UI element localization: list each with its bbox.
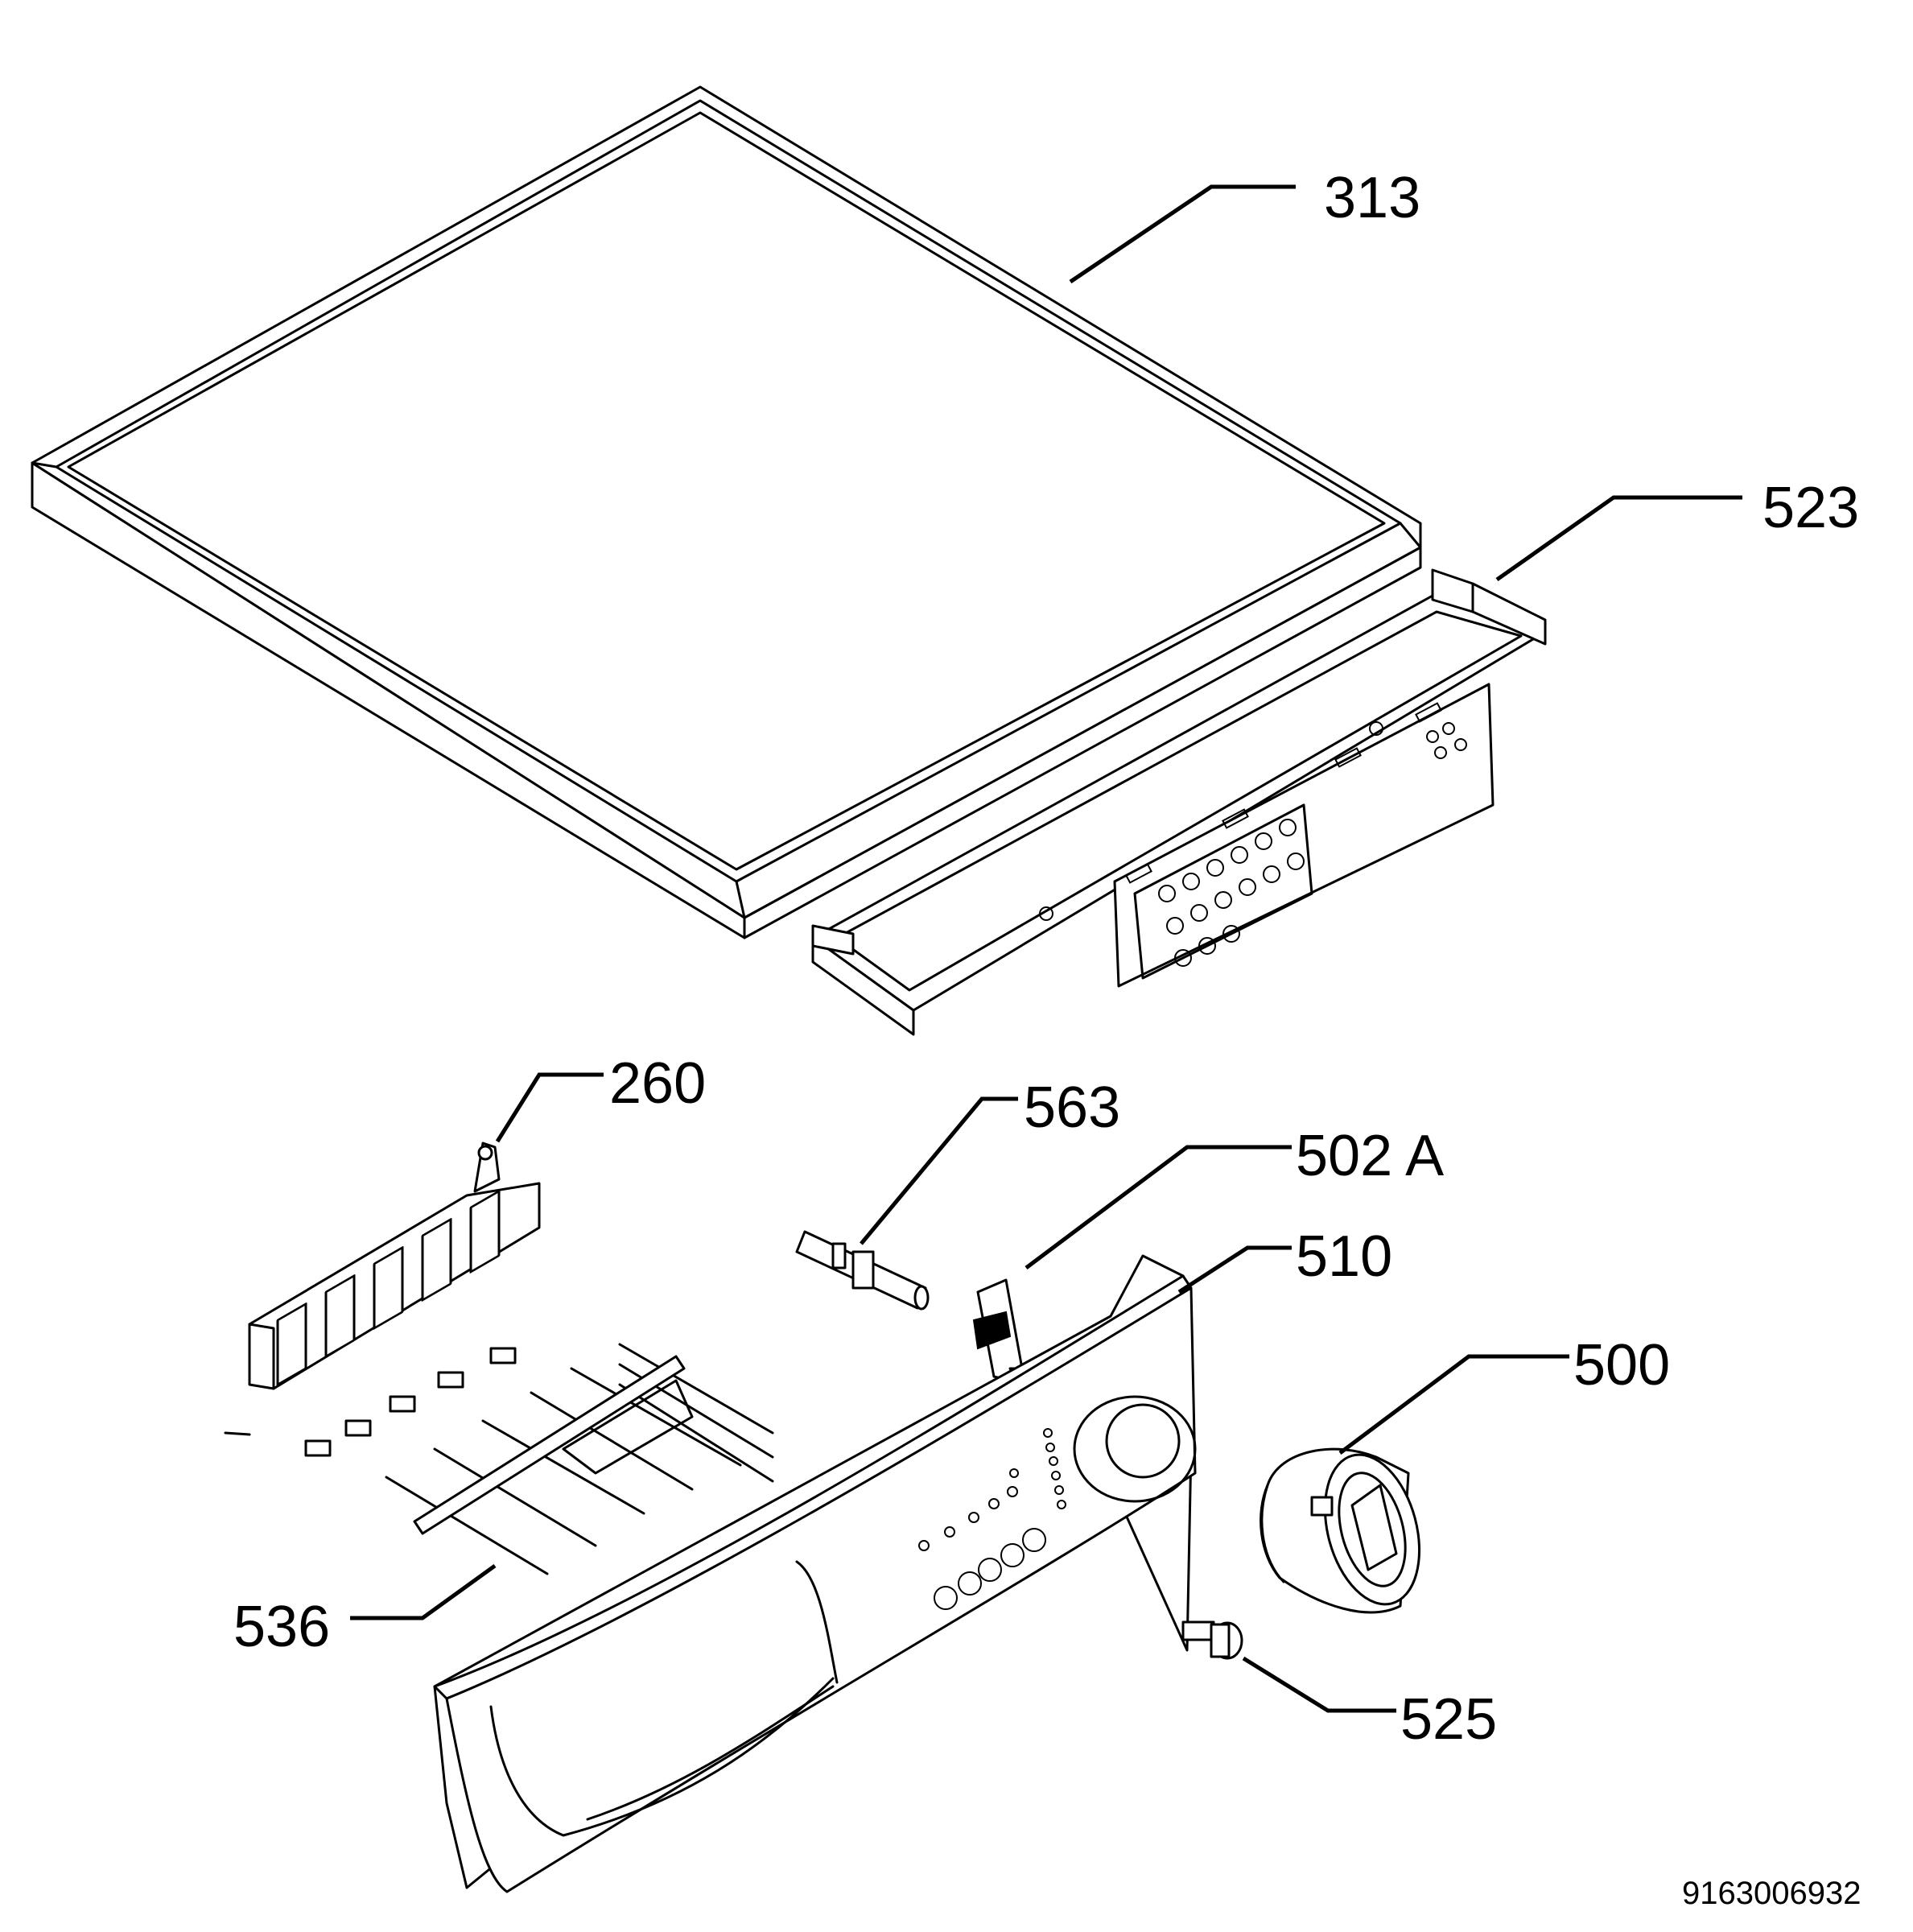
callout-563: 563 [1024, 1075, 1120, 1140]
dial-recess [1073, 1395, 1197, 1503]
part-button-rods [385, 1343, 774, 1575]
callout-510: 510 [1296, 1224, 1392, 1289]
part-dispenser-frame [224, 1141, 541, 1457]
callout-536: 536 [233, 1595, 330, 1659]
leader-500 [1338, 1354, 1569, 1455]
bracket-hole-grid [1158, 819, 1305, 967]
callout-523: 523 [1763, 476, 1859, 540]
part-top-lid [31, 85, 1422, 939]
leader-502A [1025, 1145, 1292, 1269]
leader-510 [1177, 1245, 1292, 1294]
part-small-button [1181, 1620, 1243, 1660]
leader-536 [350, 1563, 497, 1620]
part-control-panel [433, 1254, 1197, 1893]
leader-313 [1069, 184, 1296, 284]
part-light-pipe [795, 1230, 930, 1311]
leader-563 [860, 1096, 1018, 1245]
document-number: 9163006932 [1682, 1876, 1861, 1911]
panel-buttons [934, 1528, 1046, 1610]
part-knob [1260, 1447, 1421, 1614]
callout-260: 260 [609, 1051, 706, 1116]
callout-525: 525 [1400, 1687, 1497, 1752]
rod-set [385, 1343, 774, 1575]
leader-lines [350, 184, 1742, 1713]
leader-525 [1242, 1656, 1396, 1713]
callout-500: 500 [1573, 1333, 1670, 1397]
indicator-lights [918, 1428, 1066, 1551]
dispenser-compartments [276, 1190, 501, 1386]
part-rear-bracket [811, 568, 1547, 1036]
callout-313: 313 [1324, 166, 1420, 230]
leader-523 [1495, 495, 1742, 582]
leader-260 [495, 1072, 604, 1143]
callout-502A: 502 A [1296, 1124, 1444, 1188]
